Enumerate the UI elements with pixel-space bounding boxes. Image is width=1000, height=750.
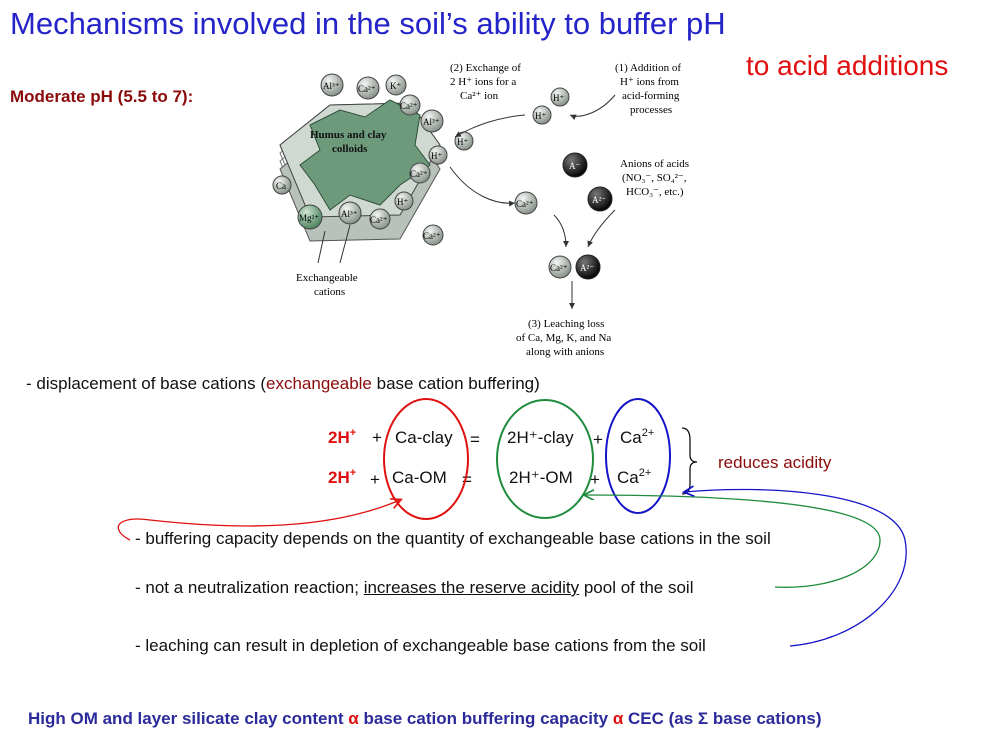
moderate-ph-label: Moderate pH (5.5 to 7): xyxy=(10,87,194,106)
eq-row2-term3: Ca2+ xyxy=(617,467,652,487)
addition-label-2: H⁺ ions from xyxy=(620,76,679,88)
exchange-label-3: Ca²⁺ ion xyxy=(460,90,499,102)
ion-a2-pair: A²⁻ xyxy=(575,254,601,280)
svg-text:H⁺: H⁺ xyxy=(553,93,564,103)
ion-a-minus: A⁻ xyxy=(562,152,588,178)
exch-cations-label-1: Exchangeable xyxy=(296,272,358,284)
ion-h-3: H⁺ xyxy=(454,131,474,151)
eq-row2-reactant: 2H+ xyxy=(328,467,357,487)
bullet-buffering: - buffering capacity depends on the quan… xyxy=(135,529,771,548)
ion-ca-1: Ca²⁺ xyxy=(356,76,380,100)
bullet-displacement: - displacement of base cations (exchange… xyxy=(26,374,540,393)
svg-text:H⁺: H⁺ xyxy=(457,137,468,147)
ion-al-1: Al³⁺ xyxy=(320,73,344,97)
ion-al-2: Al³⁺ xyxy=(420,109,444,133)
svg-text:H⁺: H⁺ xyxy=(535,111,546,121)
svg-text:A²⁻: A²⁻ xyxy=(592,195,606,205)
exchange-label-2: 2 H⁺ ions for a xyxy=(450,76,516,88)
svg-text:Ca²⁺: Ca²⁺ xyxy=(370,215,388,225)
anions-label-3: HCO₃⁻, etc.) xyxy=(626,186,684,198)
svg-text:Ca²⁺: Ca²⁺ xyxy=(423,231,441,241)
blue-pointer-arrow xyxy=(685,489,907,647)
footer-statement: High OM and layer silicate clay content … xyxy=(28,709,822,728)
svg-text:A⁻: A⁻ xyxy=(569,161,580,171)
svg-text:Ca²⁺: Ca²⁺ xyxy=(516,199,534,209)
eq-row2-plus1: + xyxy=(370,470,380,489)
exchange-label-1: (2) Exchange of xyxy=(450,62,521,74)
ellipse-ca-products xyxy=(605,398,671,514)
eq-row2-eq: = xyxy=(462,470,472,489)
eq-row1-reactant: 2H+ xyxy=(328,427,357,447)
ellipse-ca-reactants xyxy=(383,398,469,520)
eq-row2-term2: 2H⁺-OM xyxy=(509,468,573,487)
addition-label-1: (1) Addition of xyxy=(615,62,681,74)
ion-ca-2: Ca²⁺ xyxy=(399,94,421,116)
svg-text:Ca²⁺: Ca²⁺ xyxy=(358,84,376,94)
svg-text:Al³⁺: Al³⁺ xyxy=(423,117,440,127)
clay-colloid-stack: Humus and clay colloids xyxy=(279,99,441,242)
eq-row2-plus2: + xyxy=(590,470,600,489)
svg-text:K⁺: K⁺ xyxy=(390,81,401,91)
svg-text:Al³⁺: Al³⁺ xyxy=(341,209,358,219)
svg-text:H⁺: H⁺ xyxy=(431,151,442,161)
svg-text:Ca: Ca xyxy=(276,181,286,191)
eq-row1-term3: Ca2+ xyxy=(620,427,655,447)
ion-mg: Mg²⁺ xyxy=(297,204,323,230)
ellipse-h-products xyxy=(496,399,594,519)
leaching-label-1: (3) Leaching loss xyxy=(528,318,604,330)
anions-label-2: (NO₃⁻, SO₄²⁻, xyxy=(622,172,687,184)
exch-cations-label-2: cations xyxy=(314,286,345,298)
ion-h-in-1: H⁺ xyxy=(550,87,570,107)
anions-label-1: Anions of acids xyxy=(620,158,689,170)
leaching-label-3: along with anions xyxy=(526,346,604,358)
addition-label-3: acid-forming xyxy=(622,90,680,102)
ion-ca-released: Ca²⁺ xyxy=(514,191,538,215)
ion-a2-minus: A²⁻ xyxy=(587,186,613,212)
svg-text:Mg²⁺: Mg²⁺ xyxy=(299,213,319,223)
ion-ca-4: Ca²⁺ xyxy=(369,208,391,230)
bullet-leaching: - leaching can result in depletion of ex… xyxy=(135,636,706,655)
page-subtitle: to acid additions xyxy=(746,50,949,81)
ion-k: K⁺ xyxy=(385,74,407,96)
ion-ca-3: Ca²⁺ xyxy=(409,162,431,184)
reduces-acidity-label: reduces acidity xyxy=(718,453,832,472)
eq-row1-term2: 2H⁺-clay xyxy=(507,428,574,447)
svg-text:H⁺: H⁺ xyxy=(397,197,408,207)
svg-text:Al³⁺: Al³⁺ xyxy=(323,81,340,91)
ion-ca-side: Ca xyxy=(272,175,292,195)
leaching-label-2: of Ca, Mg, K, and Na xyxy=(516,332,611,344)
bullet-neutralization: - not a neutralization reaction; increas… xyxy=(135,578,694,597)
ion-al-3: Al³⁺ xyxy=(338,201,362,225)
eq-row1-plus1: + xyxy=(372,428,382,447)
ion-h-in-2: H⁺ xyxy=(532,105,552,125)
eq-row1-term1: Ca-clay xyxy=(395,428,453,447)
ion-h-1: H⁺ xyxy=(428,145,448,165)
svg-text:A²⁻: A²⁻ xyxy=(580,263,594,273)
ion-h-2: H⁺ xyxy=(394,191,414,211)
addition-label-4: processes xyxy=(630,104,672,116)
reaction-brace xyxy=(681,427,698,495)
eq-row1-plus2: + xyxy=(593,430,603,449)
eq-row2-term1: Ca-OM xyxy=(392,468,447,487)
page-title: Mechanisms involved in the soil’s abilit… xyxy=(10,6,726,41)
ion-ca-pair: Ca²⁺ xyxy=(548,255,572,279)
eq-row1-eq: = xyxy=(470,430,480,449)
svg-text:Ca²⁺: Ca²⁺ xyxy=(410,169,428,179)
svg-text:Ca²⁺: Ca²⁺ xyxy=(550,263,568,273)
svg-text:Ca²⁺: Ca²⁺ xyxy=(400,101,418,111)
soil-buffer-diagram: Humus and clay colloids Al³⁺ Ca²⁺ K⁺ Ca²… xyxy=(272,62,689,358)
ion-ca-free: Ca²⁺ xyxy=(422,224,444,246)
colloid-label-2: colloids xyxy=(332,143,368,155)
colloid-label-1: Humus and clay xyxy=(310,129,387,141)
